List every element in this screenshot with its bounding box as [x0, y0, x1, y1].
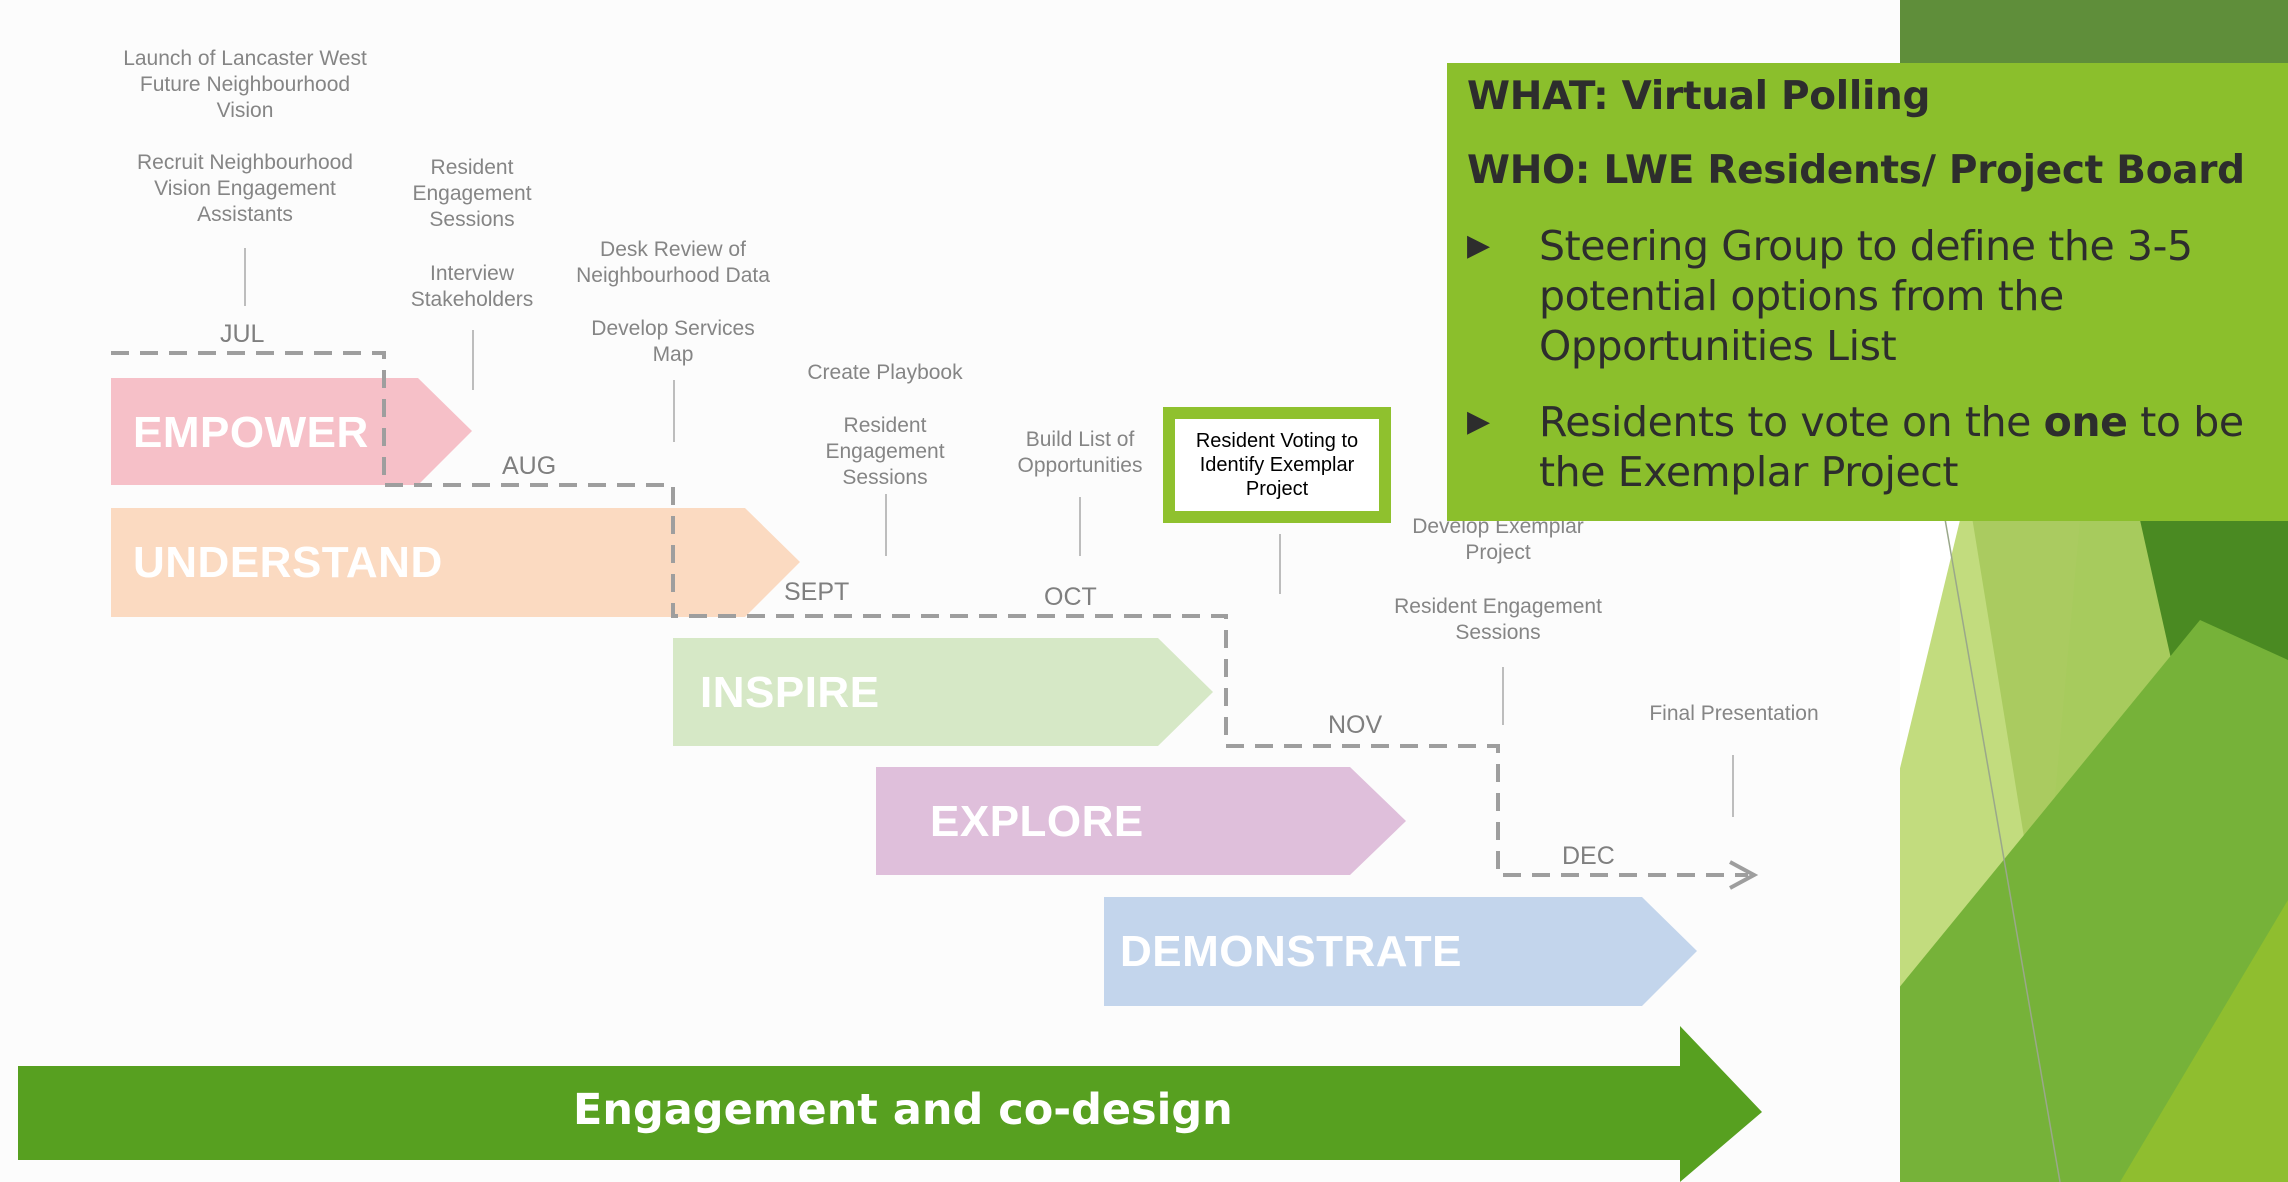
- stem-nov: [1502, 667, 1504, 725]
- track-arrowhead: [1729, 860, 1759, 890]
- bg-bright-facet: [2120, 900, 2288, 1182]
- stem-dec: [1732, 755, 1734, 817]
- banner-arrow: [18, 1026, 1762, 1182]
- info-bullet-2-bold: one: [2043, 398, 2128, 446]
- stem-oct: [1079, 497, 1081, 556]
- label-resident-sessions-1: Resident Engagement Sessions: [412, 156, 532, 231]
- month-dec: DEC: [1562, 842, 1615, 870]
- phase-label-demonstrate: DEMONSTRATE: [1120, 927, 1463, 976]
- label-build-list: Build List of Opportunities: [1017, 428, 1143, 477]
- banner-label: Engagement and co-design: [573, 1085, 1233, 1135]
- info-bullet-1: ▶ Steering Group to define the 3-5 poten…: [1467, 221, 2266, 371]
- phase-arrow-understand: [111, 508, 800, 617]
- info-who: WHO: LWE Residents/ Project Board: [1467, 148, 2245, 193]
- label-recruit: Recruit Neighbourhood Vision Engagement …: [137, 151, 353, 226]
- stem-aug: [472, 330, 474, 390]
- label-launch: Launch of Lancaster West Future Neighbou…: [123, 47, 367, 122]
- stem-jul: [244, 248, 246, 306]
- info-box: WHAT: Virtual Polling WHO: LWE Residents…: [1447, 63, 2288, 521]
- phase-arrow-empower: [111, 378, 472, 485]
- phase-arrows: [111, 351, 1759, 1006]
- info-bullet-2-after: to be the Exemplar Project: [1539, 398, 2244, 496]
- label-desk-review: Desk Review of Neighbourhood Data: [576, 238, 770, 287]
- info-what: WHAT: Virtual Polling: [1467, 74, 1931, 119]
- info-bullet-1-text: Steering Group to define the 3-5 potenti…: [1539, 222, 2193, 370]
- phase-arrow-demonstrate: [1104, 897, 1697, 1006]
- label-develop-exemplar: Develop Exemplar Project: [1412, 515, 1584, 564]
- label-services-map: Develop Services Map: [591, 317, 755, 366]
- label-playbook: Create Playbook: [807, 361, 963, 384]
- stem-voting: [1279, 534, 1281, 594]
- highlight-resident-voting: Resident Voting to Identify Exemplar Pro…: [1163, 407, 1391, 523]
- month-track: [111, 351, 1748, 877]
- month-jul: JUL: [220, 320, 265, 348]
- label-resident-sessions-3: Resident Engagement Sessions: [1394, 595, 1602, 644]
- label-resident-sessions-2: Resident Engagement Sessions: [825, 414, 945, 489]
- month-aug: AUG: [502, 452, 557, 480]
- month-nov: NOV: [1328, 711, 1383, 739]
- stem-sept: [885, 494, 887, 556]
- bullet-triangle-icon: ▶: [1467, 228, 1490, 263]
- bullet-triangle-icon: ▶: [1467, 404, 1490, 439]
- label-interview: Interview Stakeholders: [410, 262, 534, 311]
- stem-services: [673, 380, 675, 442]
- info-bullet-2: ▶ Residents to vote on the one to be the…: [1467, 397, 2266, 497]
- label-resident-voting: Resident Voting to Identify Exemplar Pro…: [1195, 430, 1359, 500]
- info-bullet-2-text: Residents to vote on the one to be the E…: [1539, 397, 2266, 497]
- phase-arrow-inspire: [673, 638, 1213, 746]
- info-bullet-2-before: Residents to vote on the: [1539, 398, 2044, 446]
- label-final-presentation: Final Presentation: [1649, 702, 1819, 725]
- phase-label-understand: UNDERSTAND: [133, 538, 443, 587]
- phase-label-inspire: INSPIRE: [700, 668, 880, 717]
- month-sept: SEPT: [784, 578, 850, 606]
- phase-label-empower: EMPOWER: [133, 408, 369, 457]
- banner-arrow-shape: [18, 1026, 1762, 1182]
- phase-arrow-explore: [876, 767, 1406, 875]
- month-oct: OCT: [1044, 583, 1097, 611]
- phase-label-explore: EXPLORE: [930, 797, 1144, 846]
